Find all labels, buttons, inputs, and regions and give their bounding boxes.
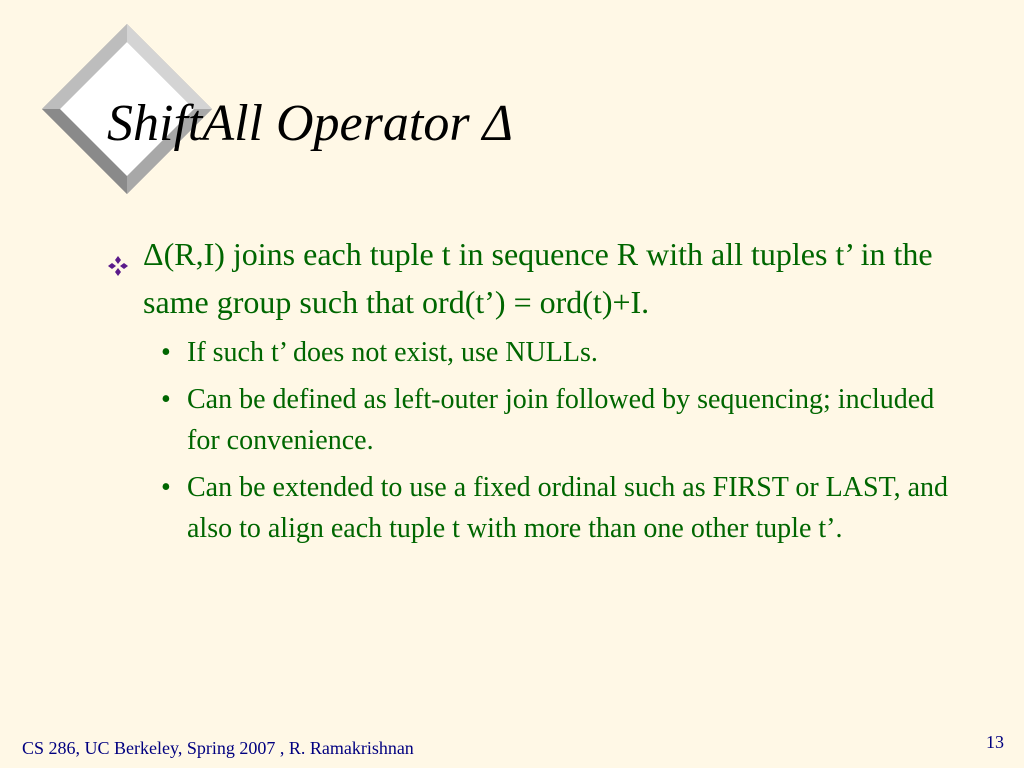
sub-bullet: • Can be defined as left-outer join foll… bbox=[161, 379, 970, 461]
slide-content: Δ(R,I) joins each tuple t in sequence R … bbox=[100, 230, 970, 555]
bullet-dot-icon: • bbox=[161, 337, 171, 368]
sub-bullet: • If such t’ does not exist, use NULLs. bbox=[161, 332, 970, 373]
slide-title: ShiftAll Operator Δ bbox=[107, 95, 514, 152]
sub-bullet: • Can be extended to use a fixed ordinal… bbox=[161, 467, 970, 549]
footer-course-info: CS 286, UC Berkeley, Spring 2007 , R. Ra… bbox=[22, 738, 414, 758]
sub-bullet-text: Can be defined as left-outer join follow… bbox=[187, 384, 935, 456]
page-number: 13 bbox=[986, 732, 1004, 752]
sub-bullet-text: Can be extended to use a fixed ordinal s… bbox=[187, 472, 949, 544]
main-bullet: Δ(R,I) joins each tuple t in sequence R … bbox=[100, 230, 970, 326]
sub-bullet-text: If such t’ does not exist, use NULLs. bbox=[187, 337, 598, 368]
sub-bullet-list: • If such t’ does not exist, use NULLs. … bbox=[100, 332, 970, 549]
diamond-icon bbox=[42, 24, 212, 194]
bullet-dot-icon: • bbox=[161, 472, 171, 503]
main-bullet-text: Δ(R,I) joins each tuple t in sequence R … bbox=[143, 236, 933, 320]
bullet-dot-icon: • bbox=[161, 384, 171, 415]
four-diamond-icon bbox=[107, 242, 129, 276]
